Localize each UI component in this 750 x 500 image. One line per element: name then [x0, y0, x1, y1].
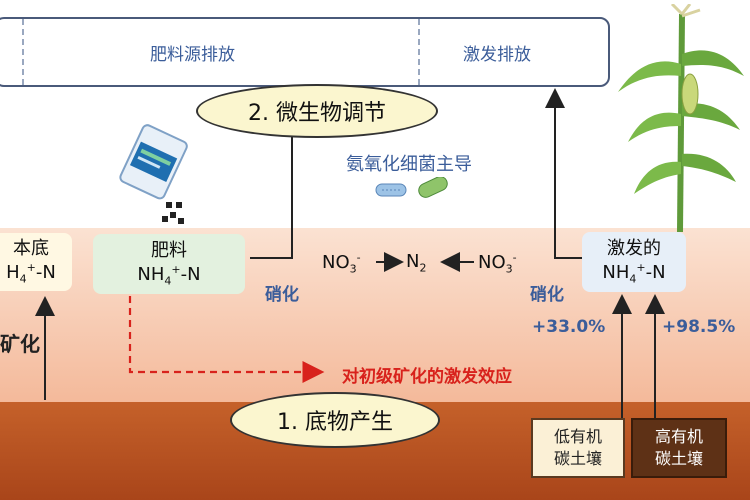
baseline-formula-tail: -N: [35, 261, 56, 283]
primed-formula-base: NH: [602, 261, 630, 283]
fertilizer-to-emission-line: [250, 140, 293, 259]
primed-formula-tail: -N: [645, 261, 666, 283]
fertilizer-formula-sup: +: [171, 262, 181, 276]
fertilizer-formula-sub: 4: [164, 274, 172, 288]
high-carbon-soil-line1: 高有机: [654, 427, 703, 447]
no3-left-sub: 3: [349, 262, 357, 276]
substrate-production-label: 1. 底物产生: [277, 410, 393, 435]
primed-ammonium-box: 激发的 NH4+-N: [582, 232, 686, 292]
n2-sub: 2: [419, 261, 427, 275]
priming-emission-label: 激发排放: [463, 45, 531, 65]
primed-formula-sub: 4: [629, 272, 637, 286]
baseline-ammonium-formula: H4+-N: [6, 261, 56, 286]
corn-plant-icon: [618, 4, 744, 233]
emission-bar-divider-left: [22, 19, 24, 85]
microbial-regulation-label: 2. 微生物调节: [248, 101, 386, 126]
priming-effect-arrow: [128, 296, 325, 383]
percent-high-carbon: +98.5%: [662, 317, 736, 337]
high-carbon-soil-line2: 碳土壤: [654, 449, 703, 468]
primed-box-label: 激发的: [607, 238, 661, 260]
left-mineralization-label: 矿化: [0, 332, 40, 356]
low-carbon-soil-line1: 低有机: [553, 427, 602, 447]
baseline-formula-base: H: [6, 261, 20, 283]
no3-right-sub: 3: [505, 262, 513, 276]
fertilizer-bag-icon: [119, 124, 188, 224]
no3-right-base: NO: [478, 252, 506, 273]
n2-base: N: [406, 251, 420, 272]
substrate-production-ellipse: 1. 底物产生: [230, 392, 440, 448]
no3-left-sup: -: [356, 251, 361, 264]
fertilizer-formula-base: NH: [137, 263, 165, 285]
microbial-regulation-ellipse: 2. 微生物调节: [196, 84, 438, 138]
fertilizer-box-label: 肥料: [151, 240, 187, 262]
no3-left-base: NO: [322, 252, 350, 273]
baseline-ammonium-box: 本底 H4+-N: [0, 233, 72, 291]
baseline-label: 本底: [13, 238, 49, 260]
bacteria-icon: [375, 177, 448, 198]
no3-left-formula: NO3-: [322, 251, 361, 276]
no3-right-sup: -: [512, 251, 517, 264]
fertilizer-ammonium-formula: NH4+-N: [137, 263, 200, 288]
primed-ammonium-formula: NH4+-N: [602, 261, 665, 286]
baseline-formula-sub: 4: [19, 272, 27, 286]
baseline-formula-sup: +: [26, 260, 36, 274]
emission-bar-divider: [418, 19, 420, 85]
fertilizer-formula-tail: -N: [180, 263, 201, 285]
low-carbon-soil-box: 低有机 碳土壤: [531, 418, 625, 478]
n2-formula: N2: [406, 251, 426, 275]
high-carbon-soil-box: 高有机 碳土壤: [631, 418, 727, 478]
percent-low-carbon: +33.0%: [532, 317, 606, 337]
low-carbon-soil-line2: 碳土壤: [553, 449, 602, 468]
nitrification-left-label: 硝化: [265, 285, 299, 305]
priming-effect-label: 对初级矿化的激发效应: [342, 367, 512, 387]
nitrification-right-label: 硝化: [530, 285, 564, 305]
primed-to-emission-line: [554, 150, 585, 259]
primed-formula-sup: +: [636, 260, 646, 274]
fertilizer-ammonium-box: 肥料 NH4+-N: [93, 234, 245, 294]
no3-right-formula: NO3-: [478, 251, 517, 276]
fertilizer-emission-label: 肥料源排放: [150, 45, 235, 65]
ammonia-oxidizer-label: 氨氧化细菌主导: [346, 154, 472, 175]
